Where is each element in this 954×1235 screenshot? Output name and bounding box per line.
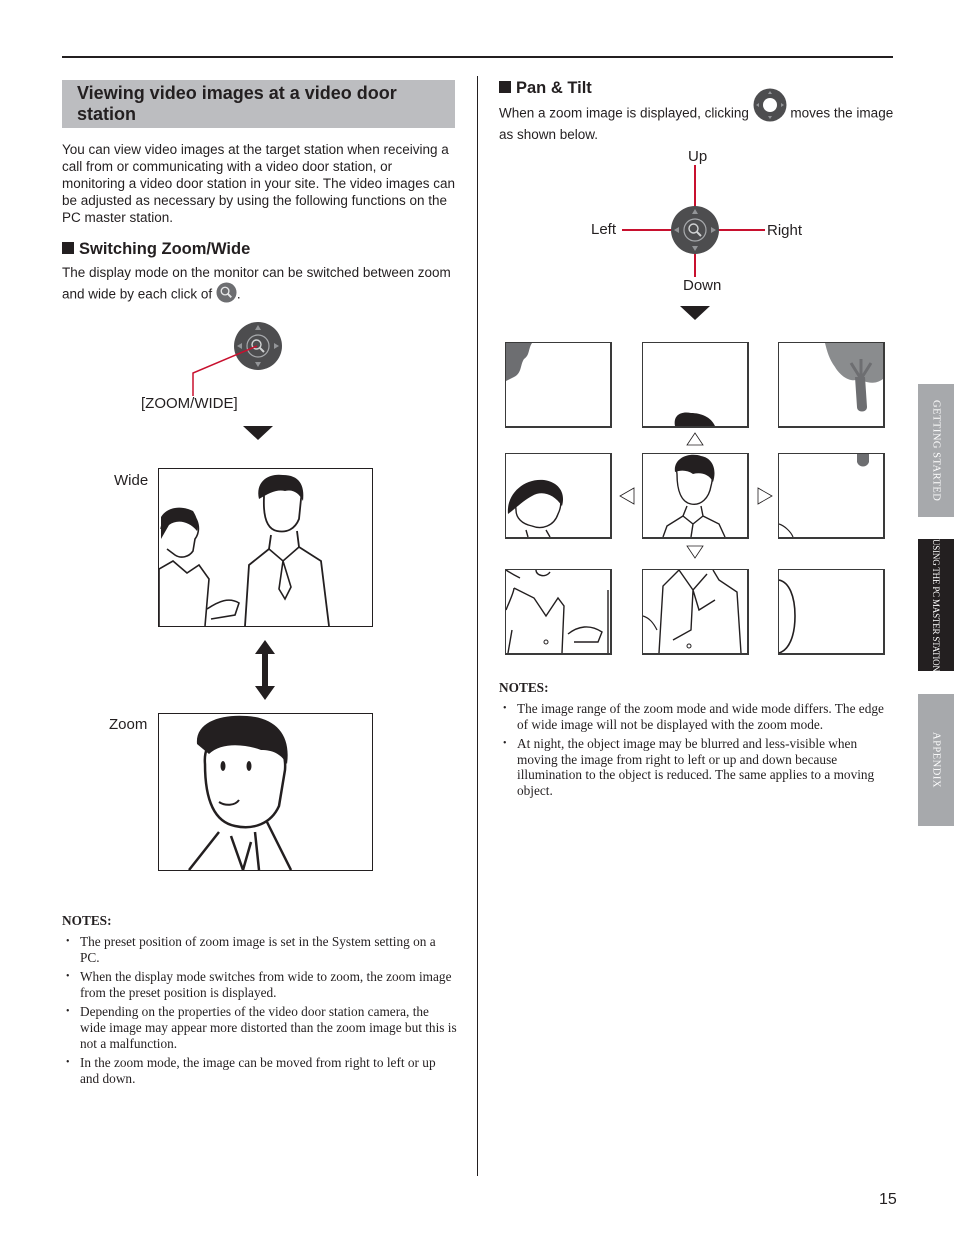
- side-tab-label: GETTING STARTED: [930, 399, 942, 502]
- triangle-right-outline-icon: [757, 487, 773, 505]
- wide-image: [158, 468, 373, 627]
- wide-label: Wide: [114, 472, 149, 489]
- side-tab-using-pc-master-station[interactable]: USING THE PC MASTER STATION: [918, 539, 954, 671]
- magnifier-zoom-icon: [216, 282, 237, 308]
- directional-pad-icon: [192, 321, 283, 396]
- zoom-wide-text-end: .: [236, 286, 241, 302]
- tile-top-left: [505, 342, 612, 428]
- zoom-label: Zoom: [109, 716, 148, 733]
- note-item: Depending on the properties of the video…: [62, 1004, 457, 1051]
- side-tab-getting-started[interactable]: GETTING STARTED: [918, 384, 954, 517]
- top-rule: [62, 56, 893, 58]
- notes-left-title: NOTES:: [62, 913, 112, 928]
- section-intro: You can view video images at the target …: [62, 142, 455, 225]
- heading-square-icon: [499, 81, 511, 93]
- triangle-left-outline-icon: [619, 487, 635, 505]
- section-title: Viewing video images at a video door sta…: [77, 83, 397, 124]
- zoom-wide-heading: Switching Zoom/Wide: [62, 239, 250, 259]
- pan-tilt-text-end: moves the image as shown below.: [499, 105, 894, 142]
- tile-bottom-left: [505, 569, 612, 655]
- note-item: The preset position of zoom image is set…: [62, 934, 457, 965]
- heading-square-icon: [62, 242, 74, 254]
- note-item: The image range of the zoom mode and wid…: [499, 701, 894, 732]
- pan-tilt-text: When a zoom image is displayed, clicking: [499, 105, 749, 121]
- direction-left-label: Left: [591, 221, 617, 238]
- zoom-wide-button-label: [ZOOM/WIDE]: [141, 395, 238, 412]
- column-divider: [477, 76, 478, 1176]
- zoom-wide-heading-text: Switching Zoom/Wide: [79, 240, 251, 258]
- zoom-image: [158, 713, 373, 871]
- pan-tilt-heading: Pan & Tilt: [499, 78, 592, 98]
- tile-top-right: [778, 342, 885, 428]
- pan-tilt-description: When a zoom image is displayed, clicking…: [499, 88, 894, 143]
- section-title-box: Viewing video images at a video door sta…: [62, 80, 455, 128]
- side-tab-label: USING THE PC MASTER STATION: [931, 538, 941, 672]
- side-tab-label: APPENDIX: [930, 732, 942, 788]
- pan-tilt-pad-diagram: [622, 165, 765, 277]
- directional-ring-icon: [753, 88, 787, 126]
- direction-down-label: Down: [683, 277, 722, 294]
- triangle-down-icon: [680, 306, 710, 320]
- zoom-wide-text: The display mode on the monitor can be s…: [62, 265, 451, 302]
- page-number: 15: [879, 1191, 897, 1208]
- pan-tilt-heading-text: Pan & Tilt: [516, 79, 592, 97]
- tile-top-center: [642, 342, 749, 428]
- side-tab-appendix[interactable]: APPENDIX: [918, 694, 954, 826]
- tile-bottom-center: [642, 569, 749, 655]
- double-arrow-vertical-icon: [255, 640, 275, 700]
- triangle-up-outline-icon: [686, 432, 704, 446]
- tile-middle-left: [505, 453, 612, 539]
- note-item: When the display mode switches from wide…: [62, 969, 457, 1000]
- tile-bottom-right: [778, 569, 885, 655]
- notes-right-title: NOTES:: [499, 680, 549, 695]
- direction-up-label: Up: [688, 148, 708, 165]
- triangle-down-outline-icon: [686, 545, 704, 559]
- tile-middle-right: [778, 453, 885, 539]
- tile-center: [642, 453, 749, 539]
- notes-right-list: The image range of the zoom mode and wid…: [499, 701, 894, 803]
- note-item: In the zoom mode, the image can be moved…: [62, 1055, 457, 1086]
- triangle-down-icon: [243, 426, 273, 440]
- notes-left-list: The preset position of zoom image is set…: [62, 934, 457, 1090]
- note-item: At night, the object image may be blurre…: [499, 736, 894, 798]
- direction-right-label: Right: [767, 222, 803, 239]
- zoom-wide-description: The display mode on the monitor can be s…: [62, 263, 457, 308]
